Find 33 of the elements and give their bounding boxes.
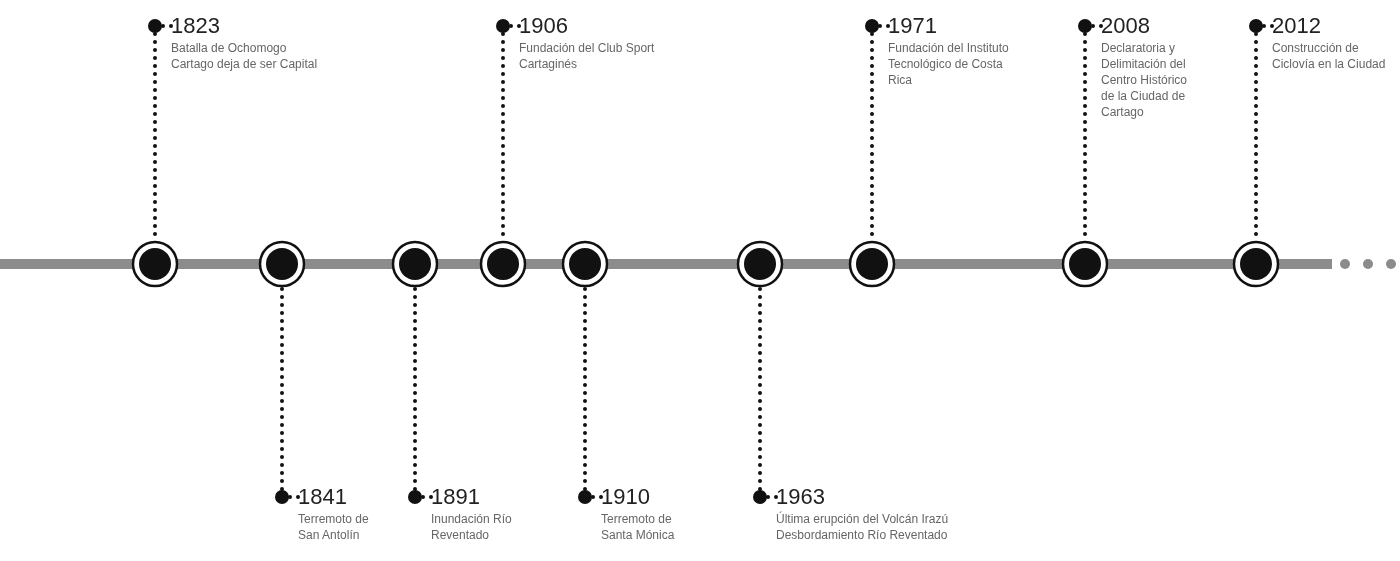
year-label: 1971 (888, 12, 937, 40)
event-description: Inundación Río Reventado (431, 511, 513, 543)
timeline-marker (391, 240, 439, 288)
dotted-leader-line (753, 285, 778, 504)
event-description: Terremoto de San Antolín (298, 511, 370, 543)
timeline-marker (258, 240, 306, 288)
dotted-leader-line (578, 285, 603, 504)
event-description: Construcción de Ciclovía en la Ciudad (1272, 40, 1387, 72)
year-label: 2012 (1272, 12, 1321, 40)
event-description: Fundación del Club Sport Cartaginés (519, 40, 656, 72)
event-description: Terremoto de Santa Mónica (601, 511, 676, 543)
timeline-marker (848, 240, 896, 288)
timeline-marker (1061, 240, 1109, 288)
event-description: Desbordamiento Río Reventado (776, 527, 949, 543)
timeline-marker (736, 240, 784, 288)
event-description: Batalla de Ochomogo (171, 40, 288, 56)
timeline-marker (131, 240, 179, 288)
year-label: 2008 (1101, 12, 1150, 40)
year-label: 1823 (171, 12, 220, 40)
timeline-marker (1232, 240, 1280, 288)
event-description: Última erupción del Volcán Irazú (776, 511, 950, 527)
year-label: 1841 (298, 483, 347, 511)
timeline-marker (479, 240, 527, 288)
year-label: 1963 (776, 483, 825, 511)
dotted-leader-line (408, 285, 433, 504)
year-label: 1906 (519, 12, 568, 40)
event-description: Fundación del Instituto Tecnológico de Costa Rica (888, 40, 1010, 88)
year-label: 1910 (601, 483, 650, 511)
dotted-leader-line (275, 285, 300, 504)
year-label: 1891 (431, 483, 480, 511)
event-description: Cartago deja de ser Capital (171, 56, 319, 72)
timeline-marker (561, 240, 609, 288)
event-description: Declaratoria y Delimitación del Centro Histórico de la Ciudad de Cartago (1101, 40, 1189, 120)
